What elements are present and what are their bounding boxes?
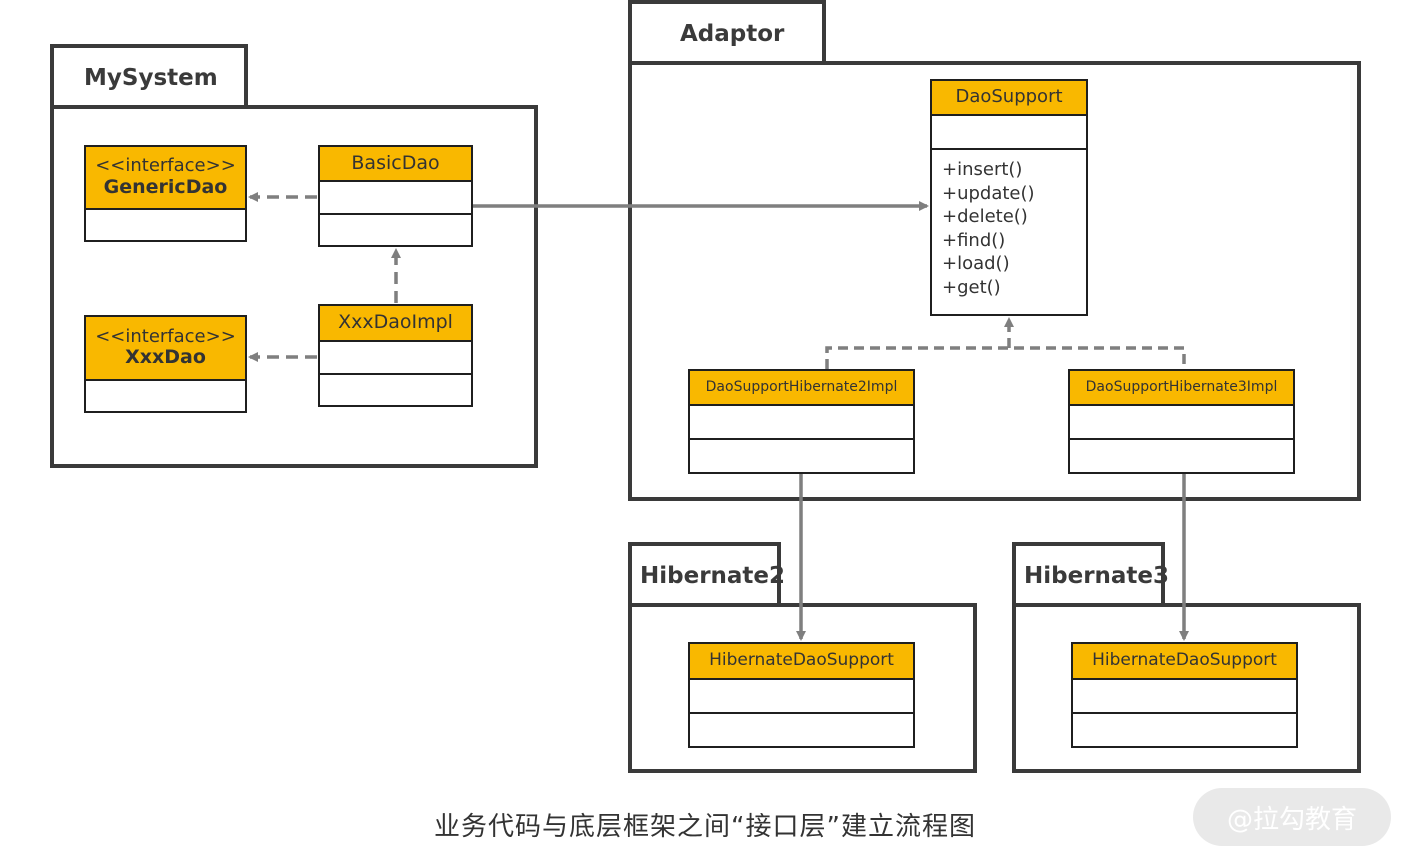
class-name: BasicDao	[320, 147, 471, 182]
class-hibernate-dao-support-3: HibernateDaoSupport	[1071, 642, 1298, 748]
operation-item: +find()	[942, 229, 1006, 251]
class-name: HibernateDaoSupport	[690, 644, 913, 680]
operation-item: +load()	[942, 253, 1010, 274]
class-generic-dao: <<interface>> GenericDao	[84, 145, 247, 242]
operation-item: +insert()	[942, 159, 1023, 180]
package-tab-hibernate2: Hibernate2	[628, 542, 785, 606]
class-basic-dao: BasicDao	[318, 145, 473, 247]
class-dao-support: DaoSupport +insert()+update()+delete()+f…	[930, 79, 1088, 316]
package-tab-adaptor: Adaptor	[628, 0, 826, 64]
class-dao-support-hibernate3-impl: DaoSupportHibernate3Impl	[1068, 369, 1295, 474]
operation-item: +delete()	[942, 206, 1028, 227]
stereotype-label: <<interface>>	[95, 155, 236, 177]
class-xxx-dao-impl: XxxDaoImpl	[318, 304, 473, 407]
class-name: DaoSupportHibernate3Impl	[1070, 371, 1293, 406]
stereotype-label: <<interface>>	[95, 325, 236, 347]
package-tab-mysystem: MySystem	[50, 44, 248, 108]
class-name: XxxDao	[125, 346, 206, 369]
class-dao-support-hibernate2-impl: DaoSupportHibernate2Impl	[688, 369, 915, 474]
class-name: DaoSupport	[932, 81, 1086, 116]
watermark: @拉勾教育	[1193, 788, 1391, 846]
class-xxx-dao: <<interface>> XxxDao	[84, 315, 247, 413]
class-name: GenericDao	[103, 175, 228, 198]
operations-list: +insert()+update()+delete()+find()+load(…	[932, 150, 1086, 299]
operation-item: +update()	[942, 182, 1035, 204]
class-name: HibernateDaoSupport	[1073, 644, 1296, 680]
class-name: XxxDaoImpl	[320, 306, 471, 342]
class-name: DaoSupportHibernate2Impl	[690, 371, 913, 406]
package-tab-hibernate3: Hibernate3	[1012, 542, 1169, 606]
class-hibernate-dao-support-2: HibernateDaoSupport	[688, 642, 915, 748]
operation-item: +get()	[942, 276, 1001, 298]
realization-impls-daosupport	[825, 346, 1186, 369]
diagram-caption: 业务代码与底层框架之间“接口层”建立流程图	[434, 812, 976, 842]
